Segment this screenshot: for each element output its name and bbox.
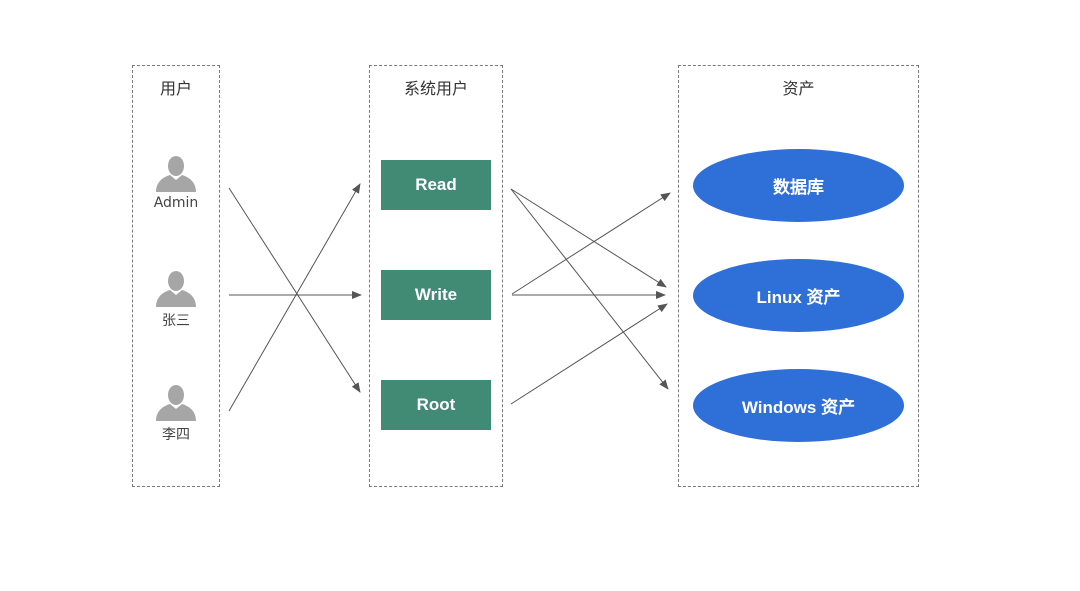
arrow-lisi-to-read bbox=[228, 183, 361, 412]
arrow-write-to-database bbox=[511, 192, 671, 295]
user-label: 张三 bbox=[162, 313, 190, 329]
user-zhangsan: 张三 bbox=[133, 270, 219, 330]
user-icon bbox=[156, 271, 196, 307]
asset-linux: Linux 资产 bbox=[693, 259, 904, 332]
asset-windows: Windows 资产 bbox=[693, 369, 904, 442]
asset-database: 数据库 bbox=[693, 149, 904, 222]
user-admin: Admin bbox=[133, 155, 219, 211]
user-label: 李四 bbox=[162, 427, 190, 443]
assets-group-title: 资产 bbox=[782, 79, 815, 98]
arrow-root-to-linux bbox=[510, 303, 668, 405]
system-users-group: 系统用户 bbox=[369, 65, 503, 487]
users-group: 用户 bbox=[132, 65, 220, 487]
user-icon bbox=[156, 156, 196, 192]
role-root: Root bbox=[381, 380, 491, 430]
users-group-title: 用户 bbox=[159, 79, 192, 98]
role-write: Write bbox=[381, 270, 491, 320]
arrow-admin-to-root bbox=[228, 187, 361, 393]
user-lisi: 李四 bbox=[133, 384, 219, 444]
user-label: Admin bbox=[153, 195, 199, 211]
assets-group: 资产 bbox=[678, 65, 919, 487]
arrow-read-to-linux bbox=[510, 188, 667, 288]
user-icon bbox=[156, 385, 196, 421]
arrow-read-to-windows bbox=[510, 188, 669, 390]
role-read: Read bbox=[381, 160, 491, 210]
system-users-group-title: 系统用户 bbox=[403, 79, 468, 98]
